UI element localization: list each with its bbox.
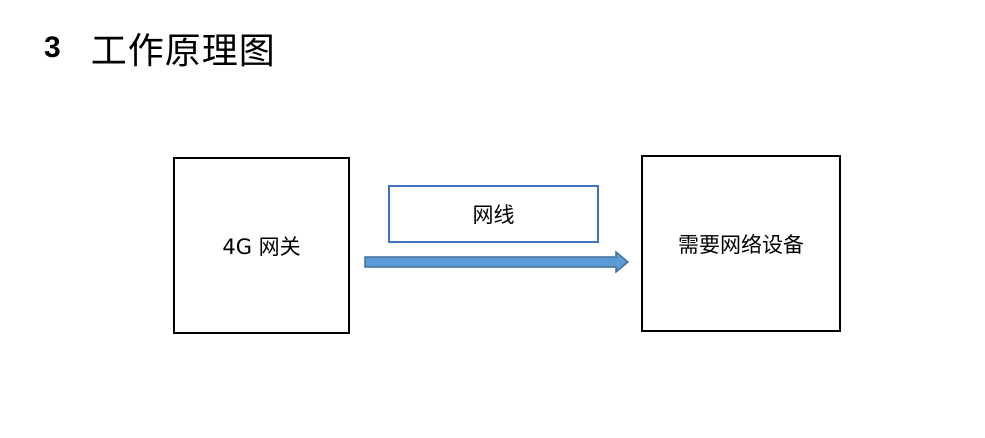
connection-label-box: 网线	[388, 185, 599, 243]
gateway-node: 4G 网关	[173, 157, 350, 334]
connection-arrow	[364, 250, 630, 274]
target-device-label: 需要网络设备	[678, 232, 804, 257]
gateway-node-label: 4G 网关	[222, 234, 301, 259]
connection-label: 网线	[472, 203, 515, 227]
arrow-right-icon	[364, 250, 630, 274]
target-device-node: 需要网络设备	[641, 155, 841, 332]
section-number: 3	[44, 31, 61, 64]
section-title: 工作原理图	[90, 31, 276, 72]
section-heading: 3 工作原理图	[44, 22, 276, 74]
